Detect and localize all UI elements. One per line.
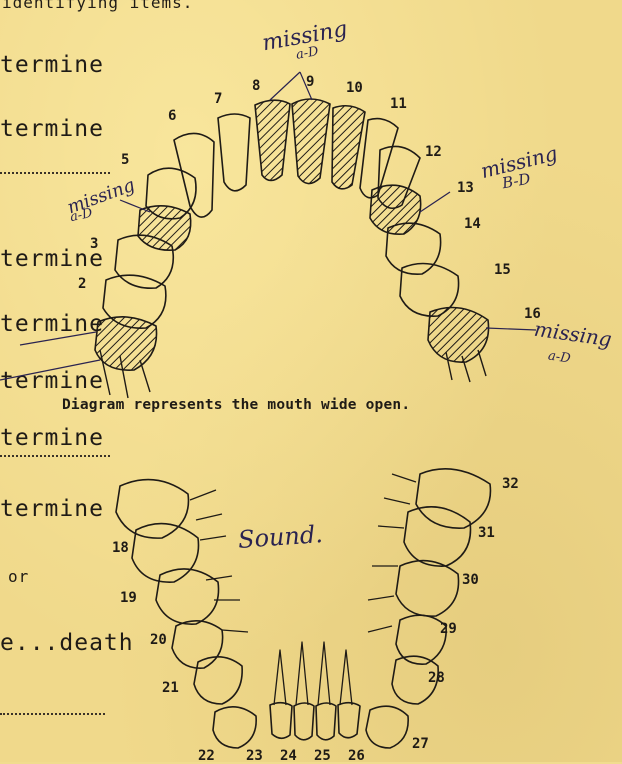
tooth-upper-6 (174, 133, 214, 217)
tooth-number: 12 (425, 144, 442, 160)
handwritten-code: a-D (547, 349, 571, 367)
tooth-lower-27 (366, 706, 408, 748)
tooth-lower-21 (194, 657, 242, 704)
tooth-number: 14 (464, 216, 481, 232)
tooth-number: 7 (214, 91, 222, 107)
tooth-number: 29 (440, 621, 457, 637)
tooth-number: 15 (494, 262, 511, 278)
tooth-number: 18 (112, 540, 129, 556)
tooth-number: 28 (428, 670, 445, 686)
tooth-upper-7 (218, 114, 250, 191)
tooth-lower-20 (172, 621, 223, 668)
tooth-number: 10 (346, 80, 363, 96)
tooth-lower-17 (116, 480, 188, 539)
handwritten-sound: Sound. (237, 520, 324, 554)
tooth-lower-26 (338, 703, 360, 738)
tooth-number: 27 (412, 736, 429, 752)
tooth-number: 2 (78, 276, 86, 292)
tooth-lower-19 (156, 569, 219, 624)
tooth-number: 19 (120, 590, 137, 606)
tooth-lower-24 (294, 703, 314, 740)
tooth-number: 5 (121, 152, 129, 168)
tooth-number: 13 (457, 180, 474, 196)
tooth-lower-22 (213, 707, 256, 748)
tooth-upper-1 (95, 317, 157, 370)
tooth-upper-4 (138, 206, 191, 250)
tooth-upper-13 (370, 185, 421, 234)
tooth-number: 21 (162, 680, 179, 696)
tooth-number: 31 (478, 525, 495, 541)
tooth-upper-9 (292, 99, 330, 184)
tooth-number: 8 (252, 78, 260, 94)
tooth-lower-25 (316, 703, 336, 740)
tooth-upper-10 (332, 106, 365, 189)
tooth-number: 3 (90, 236, 98, 252)
tooth-number: 6 (168, 108, 176, 124)
tooth-lower-30 (396, 561, 459, 617)
tooth-lower-32 (416, 469, 490, 528)
tooth-lower-31 (404, 507, 471, 566)
tooth-number: 20 (150, 632, 167, 648)
tooth-number: 32 (502, 476, 519, 492)
tooth-number: 9 (306, 74, 314, 90)
tooth-upper-8 (255, 100, 290, 180)
tooth-lower-23 (270, 703, 292, 739)
tooth-number: 30 (462, 572, 479, 588)
tooth-number: 11 (390, 96, 407, 112)
